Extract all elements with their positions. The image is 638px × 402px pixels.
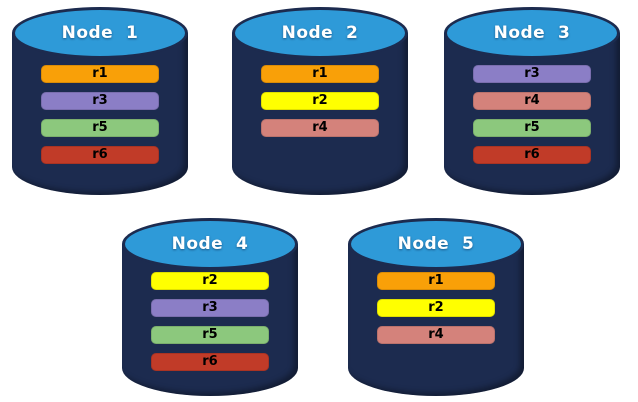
replica-bar: r6 xyxy=(473,146,591,164)
cylinder-top-ellipse: Node 4 xyxy=(122,218,298,270)
node-4-cylinder: Node 4 r2 r3 r5 r6 xyxy=(122,216,298,396)
replica-bar: r6 xyxy=(41,146,159,164)
replica-bar: r2 xyxy=(151,272,269,290)
replica-list: r1 r2 r4 xyxy=(261,65,379,137)
replica-bar: r1 xyxy=(377,272,495,290)
cylinder-top-ellipse: Node 3 xyxy=(444,7,620,59)
cylinder-body xyxy=(444,33,620,195)
replica-bar: r3 xyxy=(41,92,159,110)
replica-bar: r6 xyxy=(151,353,269,371)
replica-bar: r1 xyxy=(261,65,379,83)
replica-bar: r2 xyxy=(377,299,495,317)
replica-bar: r3 xyxy=(151,299,269,317)
replica-list: r1 r2 r4 xyxy=(377,272,495,344)
node-3-cylinder: Node 3 r3 r4 r5 r6 xyxy=(444,5,620,195)
node-label: Node 4 xyxy=(171,234,249,254)
cylinder-body xyxy=(232,33,408,195)
replica-list: r3 r4 r5 r6 xyxy=(473,65,591,164)
node-label: Node 1 xyxy=(61,23,139,43)
cylinder-body xyxy=(12,33,188,195)
replica-bar: r5 xyxy=(41,119,159,137)
replica-bar: r4 xyxy=(473,92,591,110)
node-2-cylinder: Node 2 r1 r2 r4 xyxy=(232,5,408,195)
replica-bar: r4 xyxy=(377,326,495,344)
node-label: Node 2 xyxy=(281,23,359,43)
node-1-cylinder: Node 1 r1 r3 r5 r6 xyxy=(12,5,188,195)
replica-bar: r2 xyxy=(261,92,379,110)
replica-bar: r5 xyxy=(473,119,591,137)
replica-bar: r3 xyxy=(473,65,591,83)
replica-bar: r5 xyxy=(151,326,269,344)
cylinder-top-ellipse: Node 2 xyxy=(232,7,408,59)
replica-bar: r4 xyxy=(261,119,379,137)
node-label: Node 3 xyxy=(493,23,571,43)
replica-bar: r1 xyxy=(41,65,159,83)
replica-list: r1 r3 r5 r6 xyxy=(41,65,159,164)
replica-list: r2 r3 r5 r6 xyxy=(151,272,269,371)
node-5-cylinder: Node 5 r1 r2 r4 xyxy=(348,216,524,396)
cylinder-top-ellipse: Node 5 xyxy=(348,218,524,270)
node-label: Node 5 xyxy=(397,234,475,254)
cylinder-top-ellipse: Node 1 xyxy=(12,7,188,59)
